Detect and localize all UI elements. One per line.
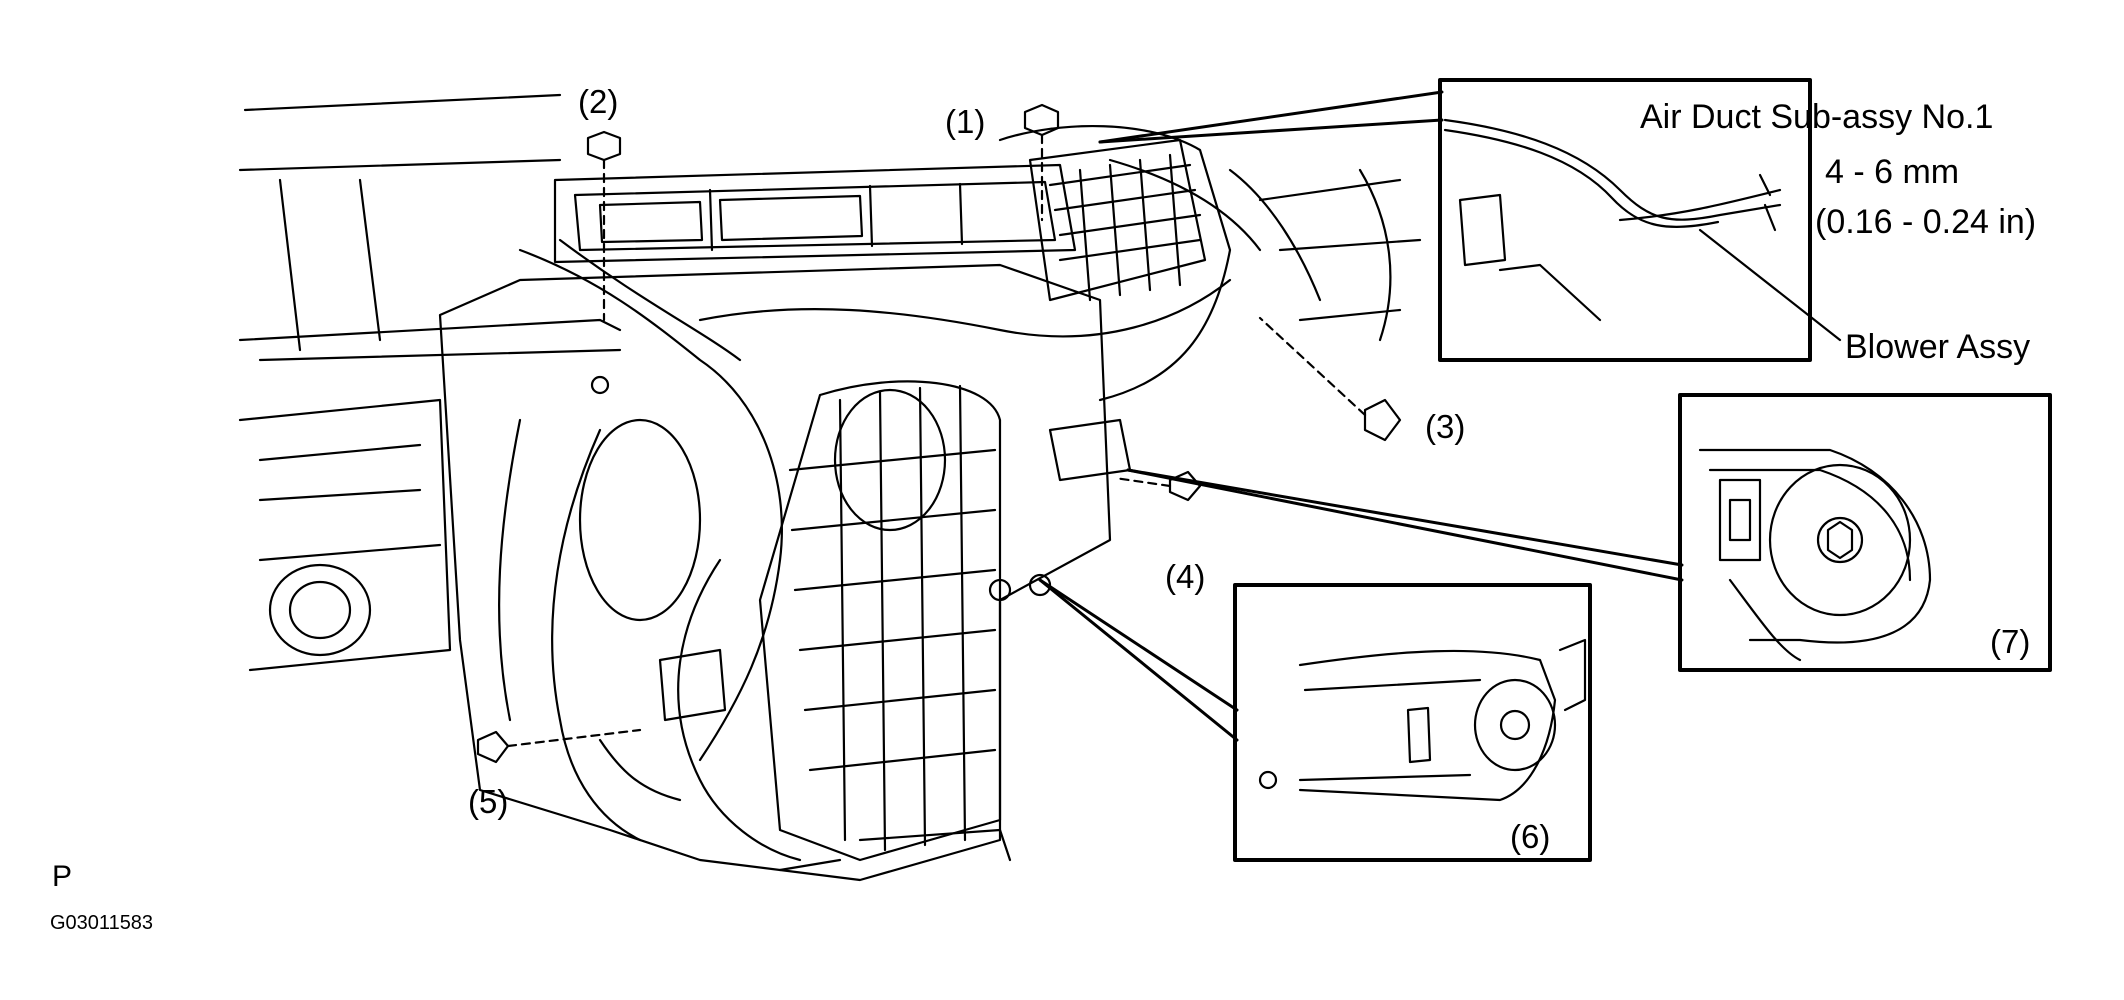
fastener-4-bolt	[1113, 470, 1202, 502]
callout-6: (6)	[1510, 818, 1551, 855]
blower-assy-label: Blower Assy	[1845, 328, 2031, 366]
fastener-2-nut	[586, 130, 622, 322]
figure-id: G03011583	[50, 912, 154, 934]
fastener-1-nut	[1023, 103, 1060, 222]
callout-4: (4)	[1165, 558, 1206, 595]
inset-detail-7	[1126, 393, 2052, 672]
callout-5: (5)	[468, 783, 509, 820]
callout-7: (7)	[1990, 623, 2031, 660]
callout-3: (3)	[1425, 408, 1466, 445]
callout-2: (2)	[578, 83, 619, 120]
hvac-housing	[238, 93, 1422, 882]
inset-air-duct-gap	[1098, 78, 1842, 362]
view-letter: P	[52, 860, 73, 893]
fastener-5-bolt	[476, 728, 642, 764]
inset-detail-6	[1038, 578, 1592, 862]
callout-1: (1)	[945, 103, 986, 140]
gap-mm-label: 4 - 6 mm	[1825, 153, 1960, 191]
air-duct-label: Air Duct Sub-assy No.1	[1640, 98, 1994, 136]
fastener-3-bolt	[1258, 316, 1402, 442]
gap-in-label: (0.16 - 0.24 in)	[1815, 203, 2037, 241]
